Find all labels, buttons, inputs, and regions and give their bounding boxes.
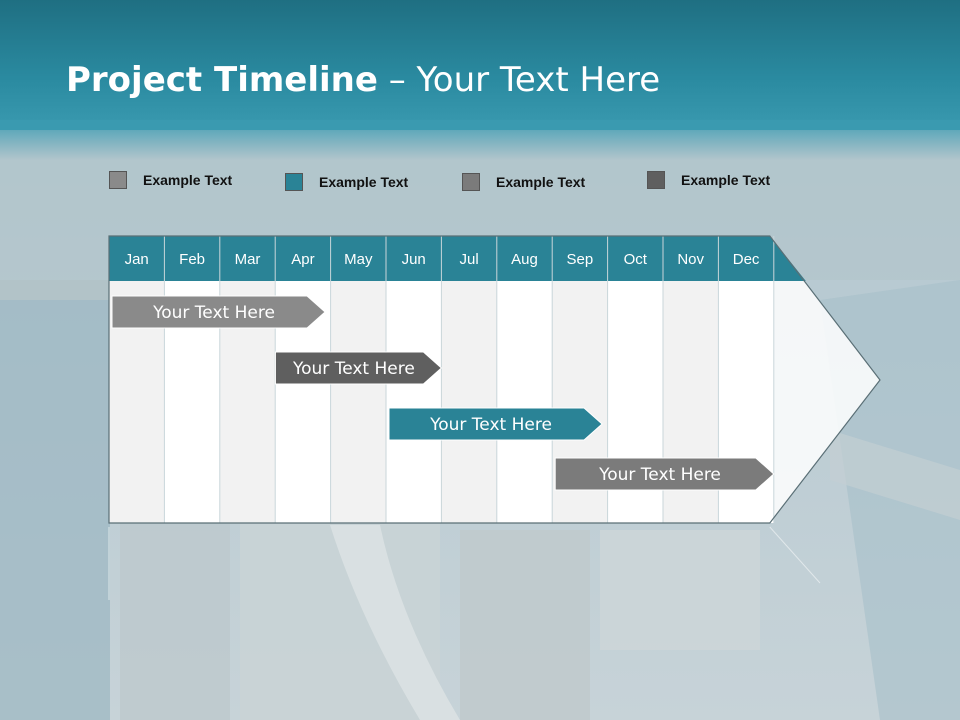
- title-bold: Project Timeline: [66, 60, 378, 100]
- month-label: Oct: [624, 251, 648, 268]
- legend-swatch: [285, 173, 303, 191]
- month-label: Jul: [460, 251, 479, 268]
- task-bar: [388, 407, 603, 441]
- legend-swatch: [462, 173, 480, 191]
- month-label: Jun: [402, 251, 426, 268]
- month-label: Dec: [733, 251, 760, 268]
- task-bar-label: Your Text Here: [429, 415, 552, 435]
- task-bar-label: Your Text Here: [292, 359, 415, 379]
- month-column: [441, 281, 497, 523]
- title-rest: – Your Text Here: [377, 60, 661, 100]
- task-bar-label: Your Text Here: [598, 465, 721, 485]
- legend-label: Example Text: [496, 174, 586, 190]
- header-fade: [0, 120, 960, 160]
- page-title: Project Timeline – Your Text Here: [66, 60, 660, 100]
- month-label: Sep: [567, 251, 594, 268]
- legend-item: Example Text: [109, 170, 232, 190]
- task-bar: [274, 351, 443, 385]
- reflection-line: [769, 526, 821, 584]
- month-column: [386, 281, 442, 523]
- month-label: Apr: [291, 251, 314, 268]
- legend-label: Example Text: [143, 172, 233, 188]
- month-label: Feb: [179, 251, 205, 268]
- month-column: [330, 281, 386, 523]
- task-bar-label: Your Text Here: [152, 303, 275, 323]
- month-label: Jan: [125, 251, 149, 268]
- legend-swatch: [647, 171, 665, 189]
- month-label: Aug: [511, 251, 538, 268]
- month-label: Nov: [677, 251, 704, 268]
- legend-label: Example Text: [681, 172, 771, 188]
- month-label: Mar: [235, 251, 261, 268]
- task-bar: [111, 295, 326, 329]
- legend-item: Example Text: [285, 172, 408, 192]
- legend-label: Example Text: [319, 174, 409, 190]
- month-column: [496, 281, 553, 523]
- month-label: May: [344, 251, 373, 268]
- task-bar: [554, 457, 775, 491]
- legend-swatch: [109, 171, 127, 189]
- month-header-band: [109, 236, 806, 281]
- header-band: [0, 0, 960, 130]
- legend-item: Example Text: [647, 170, 770, 190]
- legend-item: Example Text: [462, 172, 585, 192]
- timeline-arrow-outline: [108, 235, 881, 524]
